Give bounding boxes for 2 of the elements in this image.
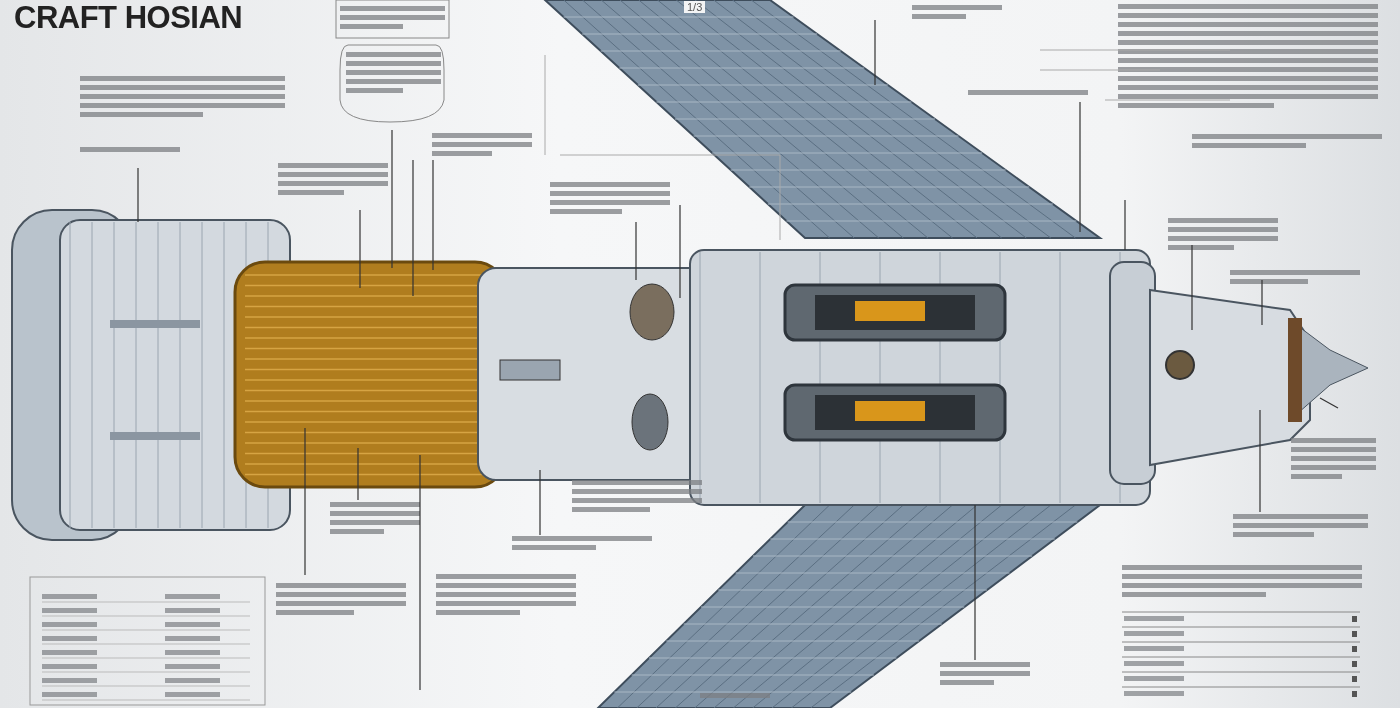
page-number: 1/3	[684, 1, 706, 13]
title: CRAFT HOSIAN	[14, 0, 243, 36]
